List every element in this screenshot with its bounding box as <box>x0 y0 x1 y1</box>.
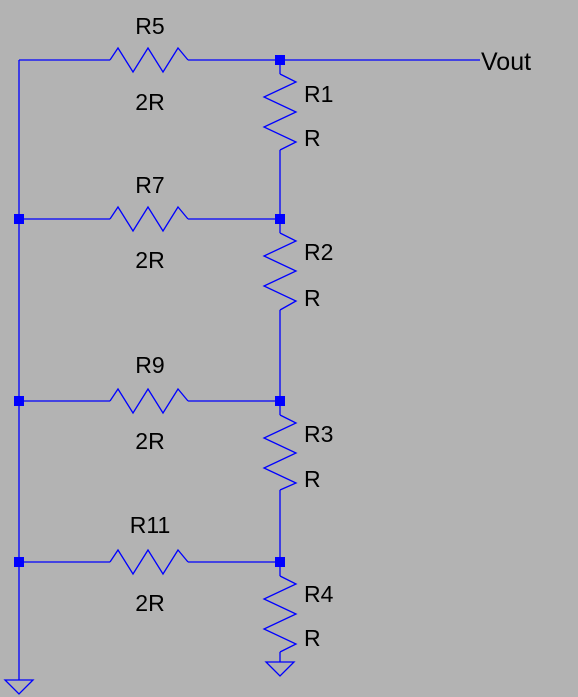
r3-value-label: R <box>304 466 321 492</box>
r2-value-label: R <box>304 285 321 311</box>
r11-value-label: 2R <box>135 590 164 616</box>
r7-value-label: 2R <box>135 247 164 273</box>
junction-rail-2 <box>14 214 24 224</box>
wires <box>18 59 480 680</box>
resistor-r7-symbol <box>109 205 189 233</box>
junction-rail-3 <box>14 396 24 406</box>
r5-name-label: R5 <box>135 13 164 39</box>
junction-rail-4 <box>14 557 24 567</box>
r2-name-label: R2 <box>304 239 333 265</box>
r9-value-label: 2R <box>135 428 164 454</box>
vout-net-label: Vout <box>481 48 531 76</box>
junction-vout-node <box>275 55 285 65</box>
r4-name-label: R4 <box>304 581 334 607</box>
r1-name-label: R1 <box>304 81 333 107</box>
r11-name-label: R11 <box>130 512 171 538</box>
junction-node-4 <box>275 557 285 567</box>
ground-symbol-rail <box>3 679 35 695</box>
r1-value-label: R <box>304 125 321 151</box>
junction-node-2 <box>275 214 285 224</box>
resistor-r11-symbol <box>109 548 189 576</box>
resistor-r2-symbol <box>262 232 298 311</box>
resistor-r4-symbol <box>262 575 298 653</box>
r3-name-label: R3 <box>304 421 333 447</box>
junctions <box>14 55 285 567</box>
ground-symbol-chain <box>264 661 296 677</box>
resistor-r1-symbol <box>262 73 298 151</box>
junction-node-3 <box>275 396 285 406</box>
resistor-r5-symbol <box>109 46 189 74</box>
resistor-r3-symbol <box>262 414 298 491</box>
r7-name-label: R7 <box>135 172 164 198</box>
r5-value-label: 2R <box>135 89 164 115</box>
r9-name-label: R9 <box>135 352 164 378</box>
resistor-r9-symbol <box>109 387 189 415</box>
r4-value-label: R <box>304 625 321 651</box>
